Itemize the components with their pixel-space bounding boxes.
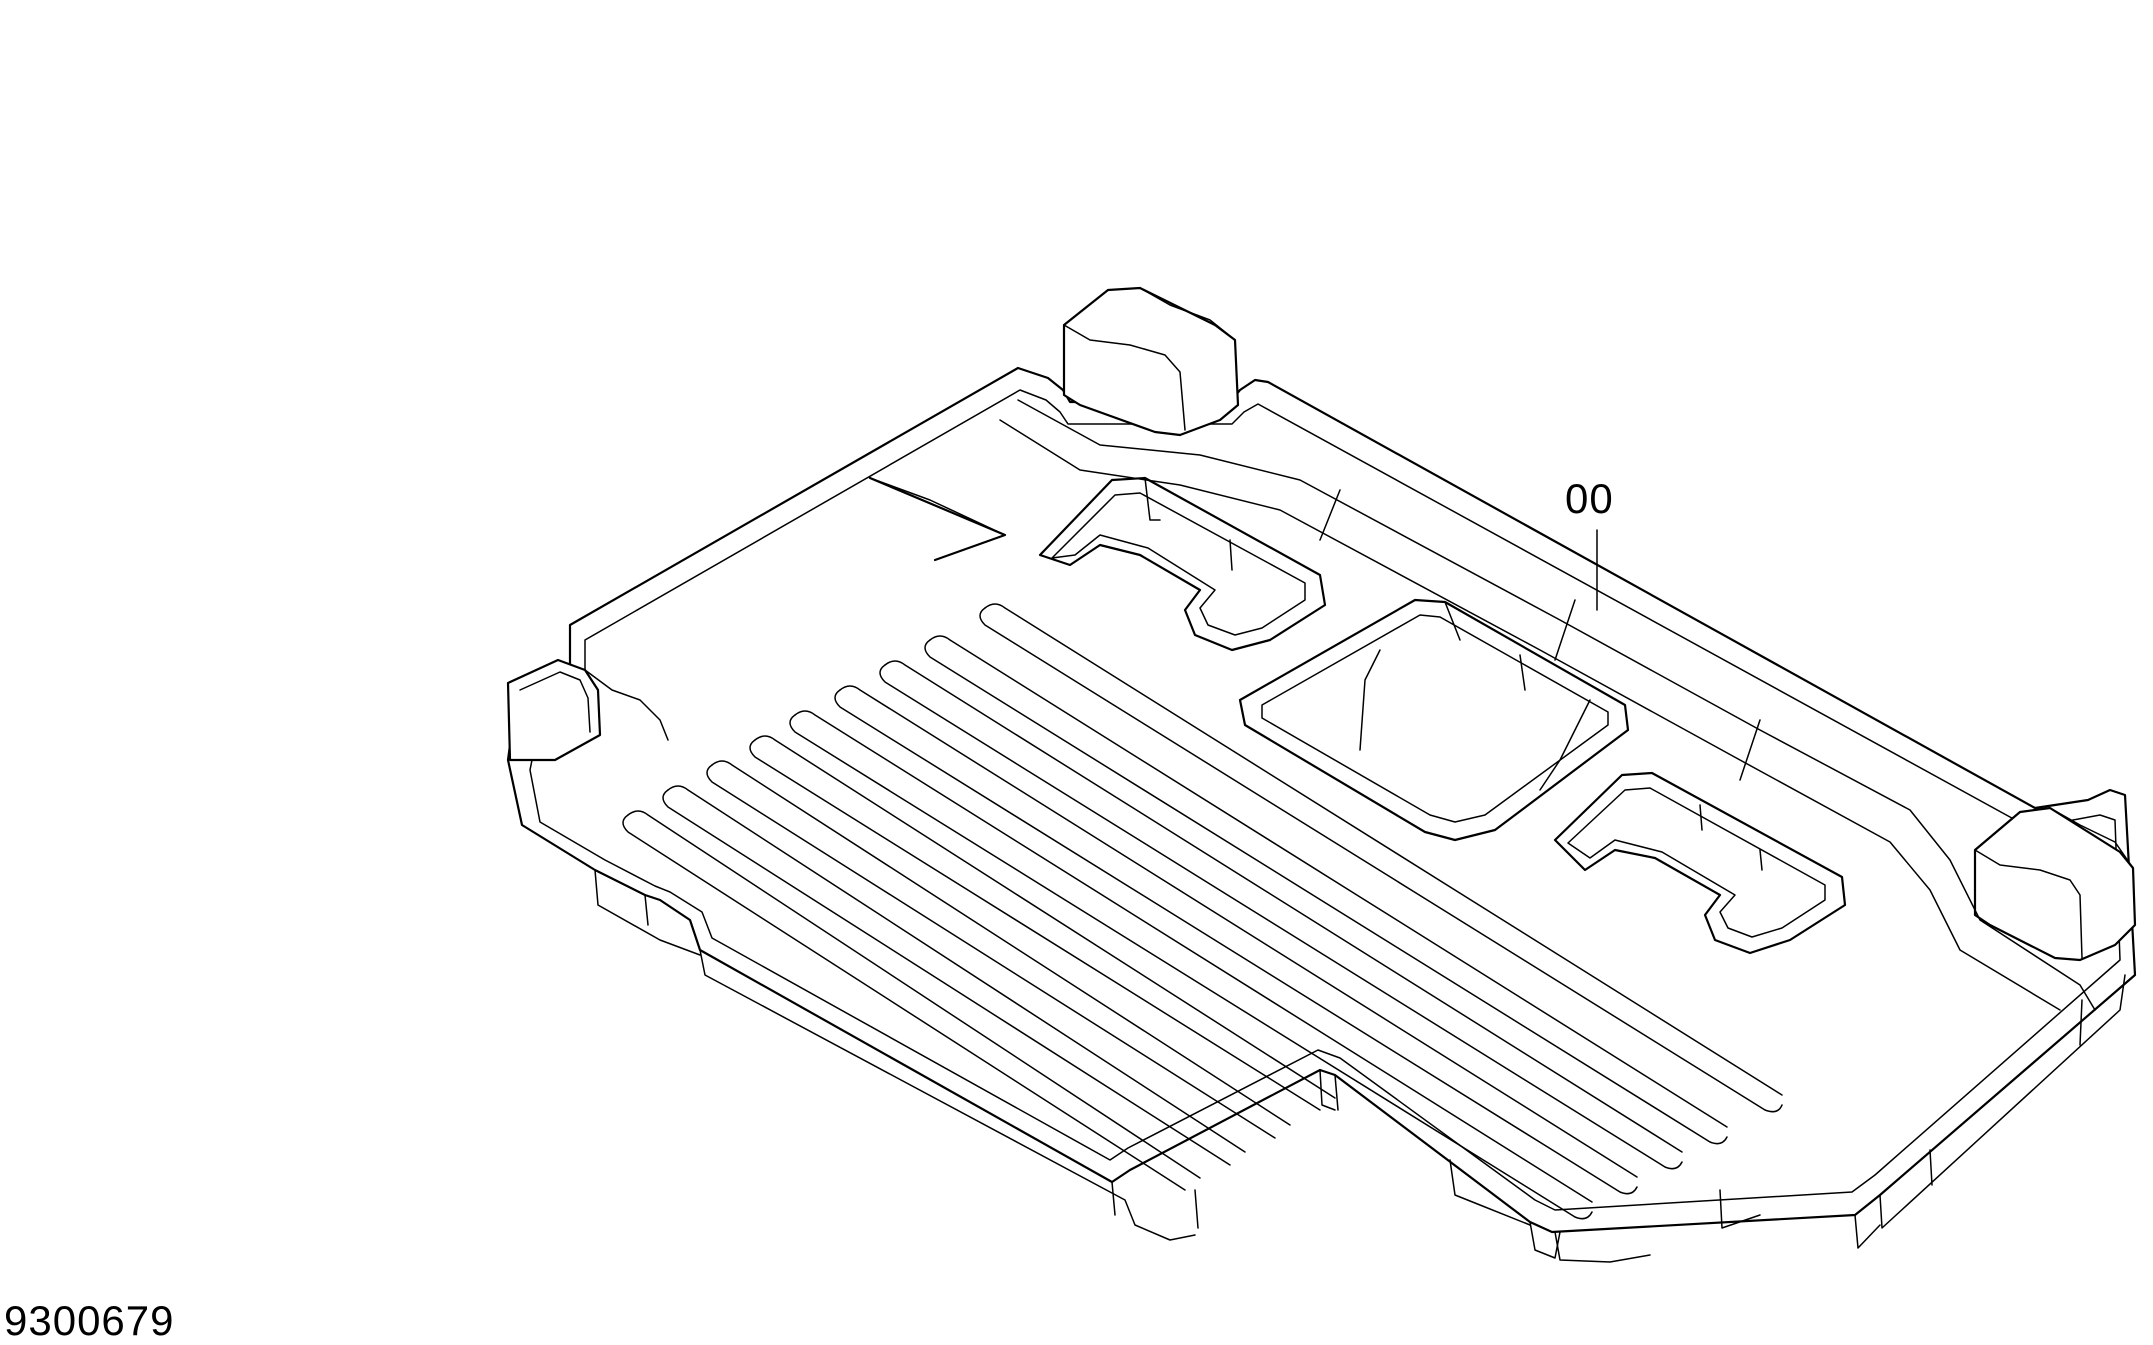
left-corner-block — [506, 658, 669, 762]
rear-rim — [999, 399, 2096, 1011]
center-opening — [1238, 598, 1630, 842]
rear-right-block — [1973, 806, 2137, 962]
part-callout-label: 00 — [1565, 475, 1614, 522]
drawing-number: 9300679 — [4, 1297, 175, 1344]
left-u-cutout — [1038, 476, 1327, 652]
left-wedge-flap — [868, 476, 1007, 562]
right-u-cutout — [1553, 771, 1847, 955]
rear-left-block — [1062, 286, 1240, 437]
floor-ribs — [622, 603, 1783, 1220]
front-edge — [594, 869, 2126, 1263]
